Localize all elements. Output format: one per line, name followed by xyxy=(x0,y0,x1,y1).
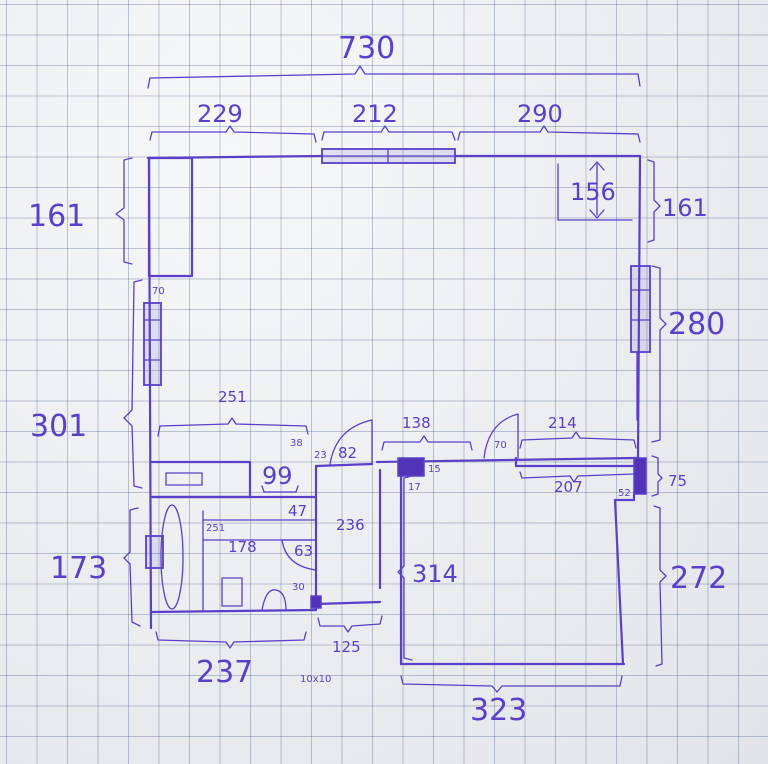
inner-wall-right-lower-jog xyxy=(613,492,636,502)
label-total-width: 730 xyxy=(338,31,395,66)
sink xyxy=(261,589,287,611)
label-right-segment-top: 214 xyxy=(548,414,577,432)
label-inner-width: 251 xyxy=(218,388,247,406)
label-top-window: 212 xyxy=(352,100,398,128)
label-storage-inner: 47 xyxy=(288,502,307,520)
label-right-middle: 280 xyxy=(668,307,725,342)
bathtub xyxy=(160,504,184,610)
label-room-depth: 314 xyxy=(412,560,458,588)
label-pillar-note: 15 xyxy=(428,464,441,475)
inner-wall-right-stub xyxy=(514,456,638,468)
inner-wall-corridor-bottom xyxy=(314,600,382,606)
dim-bracket-left-upper xyxy=(115,157,133,265)
dim-bracket-corridor-width xyxy=(317,615,383,633)
bath-window xyxy=(145,535,164,569)
dim-bracket-storage xyxy=(261,485,299,493)
label-post-size: 10x10 xyxy=(300,674,331,685)
dim-bracket-right-small xyxy=(651,455,663,497)
dim-bracket-bath-width xyxy=(155,631,307,649)
wardrobe-top-left xyxy=(147,156,194,278)
label-right-wall-small: 75 xyxy=(668,472,687,490)
label-top-right-fixture: 156 xyxy=(570,178,616,206)
dim-bracket-top-left xyxy=(149,125,317,143)
outer-wall-right-lower xyxy=(613,498,625,666)
label-right-wall-offset: 52 xyxy=(618,488,631,499)
top-window-mullion xyxy=(321,148,456,164)
label-right-lower: 272 xyxy=(670,561,727,596)
label-corridor-depth: 236 xyxy=(336,516,365,534)
dim-bracket-right-lower xyxy=(653,505,667,667)
dim-bracket-right-top xyxy=(519,431,637,449)
dim-bracket-right-middle xyxy=(651,265,667,443)
storage-shelf xyxy=(165,472,203,486)
label-small-post: 30 xyxy=(292,582,305,593)
label-pillar-note-b: 17 xyxy=(408,482,421,493)
shower-tray xyxy=(281,539,317,571)
dim-bracket-room-depth xyxy=(397,475,413,661)
pillar-right xyxy=(633,457,647,495)
label-door-small-b: 23 xyxy=(314,450,327,461)
label-left-upper: 161 xyxy=(28,199,85,234)
post-bath xyxy=(310,595,322,609)
left-window-lines xyxy=(143,319,162,361)
label-bath-inner-depth: 178 xyxy=(228,538,257,556)
dim-bracket-left-middle xyxy=(123,279,143,489)
label-shower-size: 63 xyxy=(294,542,313,560)
inner-wall-storage-top xyxy=(150,460,252,499)
dim-bracket-left-lower xyxy=(123,507,141,627)
right-window xyxy=(630,265,651,353)
label-left-window-offset: 70 xyxy=(152,286,165,297)
label-storage-depth: 99 xyxy=(262,462,293,490)
label-bath-width: 237 xyxy=(196,655,253,690)
door-swing-right xyxy=(483,413,519,459)
dim-bracket-top-right xyxy=(457,125,641,143)
label-door-small-a: 38 xyxy=(290,438,303,449)
label-right-segment-bottom: 207 xyxy=(554,478,583,496)
top-right-fixture xyxy=(557,163,633,221)
label-door-right: 70 xyxy=(494,440,507,451)
right-window-lines xyxy=(630,289,651,421)
outer-wall-right xyxy=(636,154,642,460)
dim-bracket-bottom xyxy=(400,675,623,693)
dim-bracket-top-window xyxy=(321,125,456,141)
door-swing-hall xyxy=(329,419,373,465)
label-top-right: 290 xyxy=(517,100,563,128)
toilet xyxy=(221,577,243,607)
left-window xyxy=(143,302,162,386)
inner-wall-hall-top xyxy=(314,462,374,468)
pillar-center xyxy=(397,457,425,477)
label-left-middle: 301 xyxy=(30,409,87,444)
dim-bracket-right-bottom xyxy=(519,467,637,483)
label-hall-segment: 138 xyxy=(402,414,431,432)
label-top-left: 229 xyxy=(197,100,243,128)
dim-bracket-right-upper xyxy=(647,159,661,243)
dim-bracket-hall xyxy=(381,435,473,451)
label-bottom-width: 323 xyxy=(470,693,527,728)
dim-bracket-total xyxy=(147,65,641,89)
label-left-lower: 173 xyxy=(50,551,107,586)
label-door-width: 82 xyxy=(338,444,357,462)
bath-bottom-wall xyxy=(149,608,318,614)
top-right-fixture-arrow xyxy=(589,161,605,219)
dim-bracket-inner-width xyxy=(157,417,309,437)
label-bath-inner-width: 251 xyxy=(206,523,225,534)
label-corridor-width: 125 xyxy=(332,638,361,656)
label-right-upper: 161 xyxy=(662,194,708,222)
